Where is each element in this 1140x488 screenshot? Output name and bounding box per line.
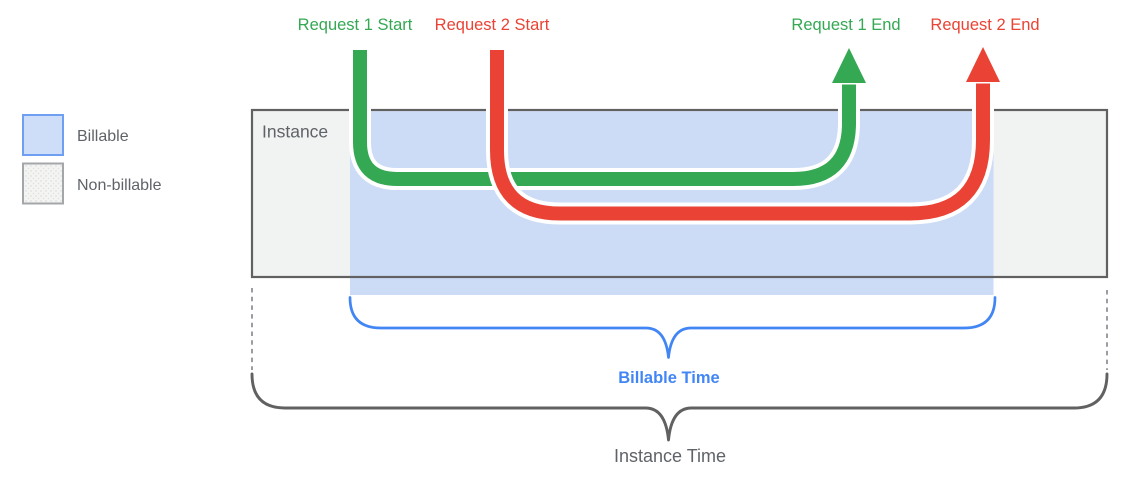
- legend-billable-swatch: [22, 114, 64, 156]
- request1-arrowhead-icon: [829, 44, 869, 85]
- legend-billable-label: Billable: [77, 128, 129, 145]
- legend: Billable Non-billable: [22, 114, 162, 205]
- billable-time-brace: [348, 296, 997, 359]
- request2-end-label: Request 2 End: [930, 16, 1039, 34]
- instance-time-brace: [250, 372, 1109, 442]
- request1-line: [349, 44, 869, 190]
- request1-line-stroke: [353, 50, 856, 186]
- legend-nonbillable-swatch: [22, 162, 64, 205]
- instance-label-text: Instance: [262, 122, 328, 142]
- legend-nonbillable-label: Non-billable: [77, 177, 162, 194]
- request2-line: [486, 43, 1003, 225]
- request2-line-stroke: [490, 50, 990, 221]
- request1-start-label: Request 1 Start: [298, 16, 413, 34]
- billable-time-label: Billable Time: [618, 369, 719, 387]
- request1-end-label: Request 1 End: [791, 16, 900, 34]
- instance-time-label: Instance Time: [614, 446, 726, 466]
- instance-box-border: [250, 108, 1109, 279]
- request2-start-label: Request 2 Start: [435, 16, 550, 34]
- request2-arrowhead-icon: [963, 43, 1003, 84]
